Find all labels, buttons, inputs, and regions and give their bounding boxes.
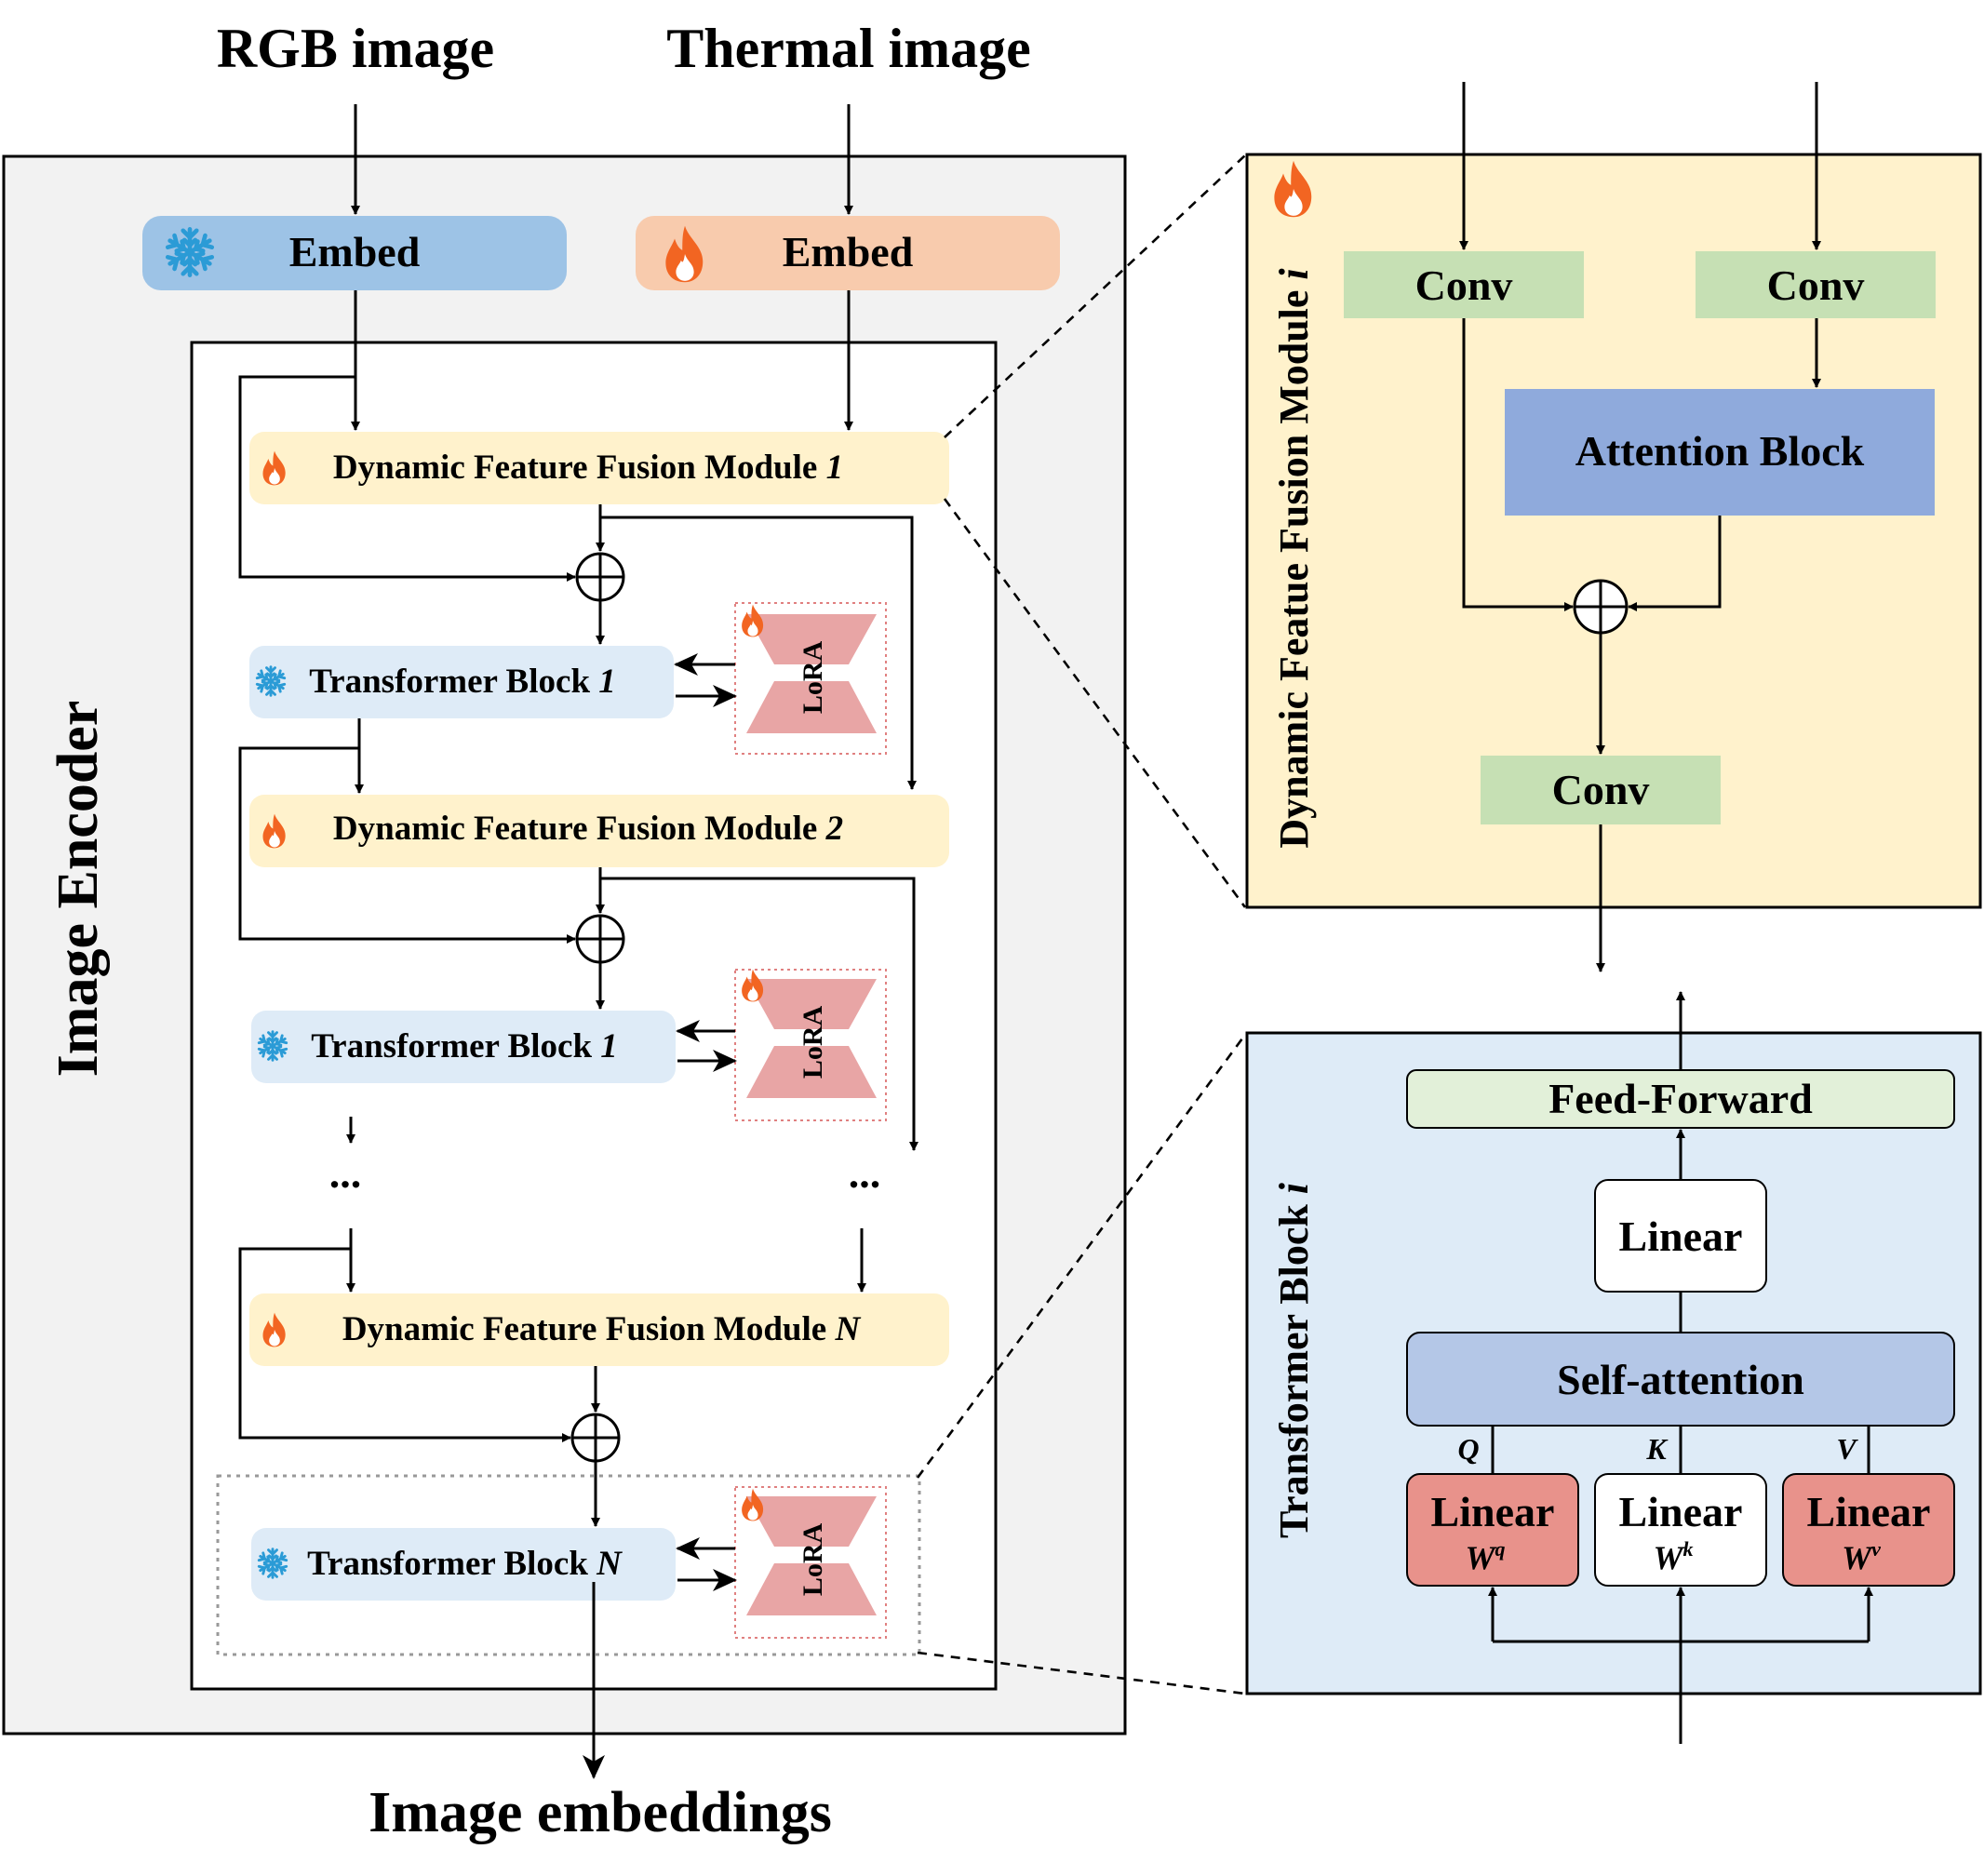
ellipsis-left: ... [329,1149,362,1197]
zoom-line-tb-bottom [917,1651,1246,1695]
conv-right-box [1696,251,1936,318]
thermal-branch-2 [600,877,918,1151]
conv-right-label: Conv [1767,261,1865,309]
dffm-1-label: Dynamic Feature Fusion Module 1 [333,449,843,487]
lora-1-frame [734,602,887,755]
dffm-n-label: Dynamic Feature Fusion Module N [342,1310,862,1348]
conv-left-to-add-arrow [1462,318,1574,611]
lora-n-label: LoRA [798,1522,828,1596]
feed-forward-box [1406,1069,1955,1129]
self-attention-label: Self-attention [1557,1356,1804,1403]
rgb-embed-label: Embed [289,228,421,275]
lora-n-frame [734,1486,887,1639]
zoom-line-dffm-bottom [943,498,1247,908]
conv-bottom-box [1481,756,1721,824]
transformer-block-1-label: Transformer Block 1 [309,663,616,701]
rgb-image-label: RGB image [217,18,494,79]
k-label: K [1645,1432,1669,1466]
lora-2-shape [746,979,877,1098]
thermal-embed-box [636,216,1060,290]
linear-top-label: Linear [1619,1213,1743,1260]
q-label: Q [1457,1432,1479,1466]
transformer-block-n-box [251,1528,676,1601]
linear-k-box [1594,1473,1767,1587]
thermal-image-label: Thermal image [666,18,1031,79]
lora-1-shape [746,614,877,733]
tb-detail-title: Transformer Block i [1271,1182,1317,1538]
skip-arrow-n [238,1247,571,1442]
linear-v-box [1782,1473,1955,1587]
transformer-block-n-label: Transformer Block N [307,1545,623,1583]
image-embeddings-label: Image embeddings [369,1781,832,1844]
conv-left-label: Conv [1415,261,1513,309]
v-label: V [1836,1432,1858,1466]
zoom-line-tb-top [916,1034,1247,1479]
dffm-2-label: Dynamic Feature Fusion Module 2 [333,810,843,848]
linear-q-box [1406,1473,1579,1587]
zoom-line-dffm-top [944,154,1246,438]
dffm-n-box [249,1293,949,1366]
image-encoder-title: Image Encoder [47,701,110,1078]
attention-to-add-arrow [1628,516,1722,611]
skip-arrow-1 [238,375,576,582]
conv-left-box [1344,251,1584,318]
wk-label: Wk [1653,1537,1693,1576]
thermal-branch-1 [600,516,917,790]
linear-q-label: Linear [1431,1488,1555,1535]
lora-2-label: LoRA [798,1005,828,1079]
transformer-block-n-frame [216,1474,921,1656]
wv-label: Wv [1842,1537,1881,1576]
lora-1-label: LoRA [798,640,828,714]
ellipsis-right: ... [849,1149,881,1197]
linear-k-label: Linear [1619,1488,1743,1535]
rgb-embed-box [142,216,567,290]
thermal-embed-label: Embed [783,228,914,275]
attention-block-box [1505,389,1935,516]
transformer-block-2-label: Transformer Block 1 [311,1027,618,1065]
attention-block-label: Attention Block [1575,427,1865,475]
dffm-1-box [249,432,949,504]
skip-arrow-2 [238,746,576,944]
wq-label: Wq [1465,1537,1505,1576]
transformer-block-2-box [251,1011,676,1083]
conv-bottom-label: Conv [1552,766,1650,813]
feed-forward-label: Feed-Forward [1548,1075,1813,1122]
lora-n-shape [746,1496,877,1615]
linear-v-label: Linear [1807,1488,1931,1535]
transformer-block-1-box [249,646,674,718]
lora-2-frame [734,969,887,1121]
dffm-2-box [249,795,949,867]
dffm-detail-title: Dynamic Featue Fusion Module i [1271,268,1317,849]
